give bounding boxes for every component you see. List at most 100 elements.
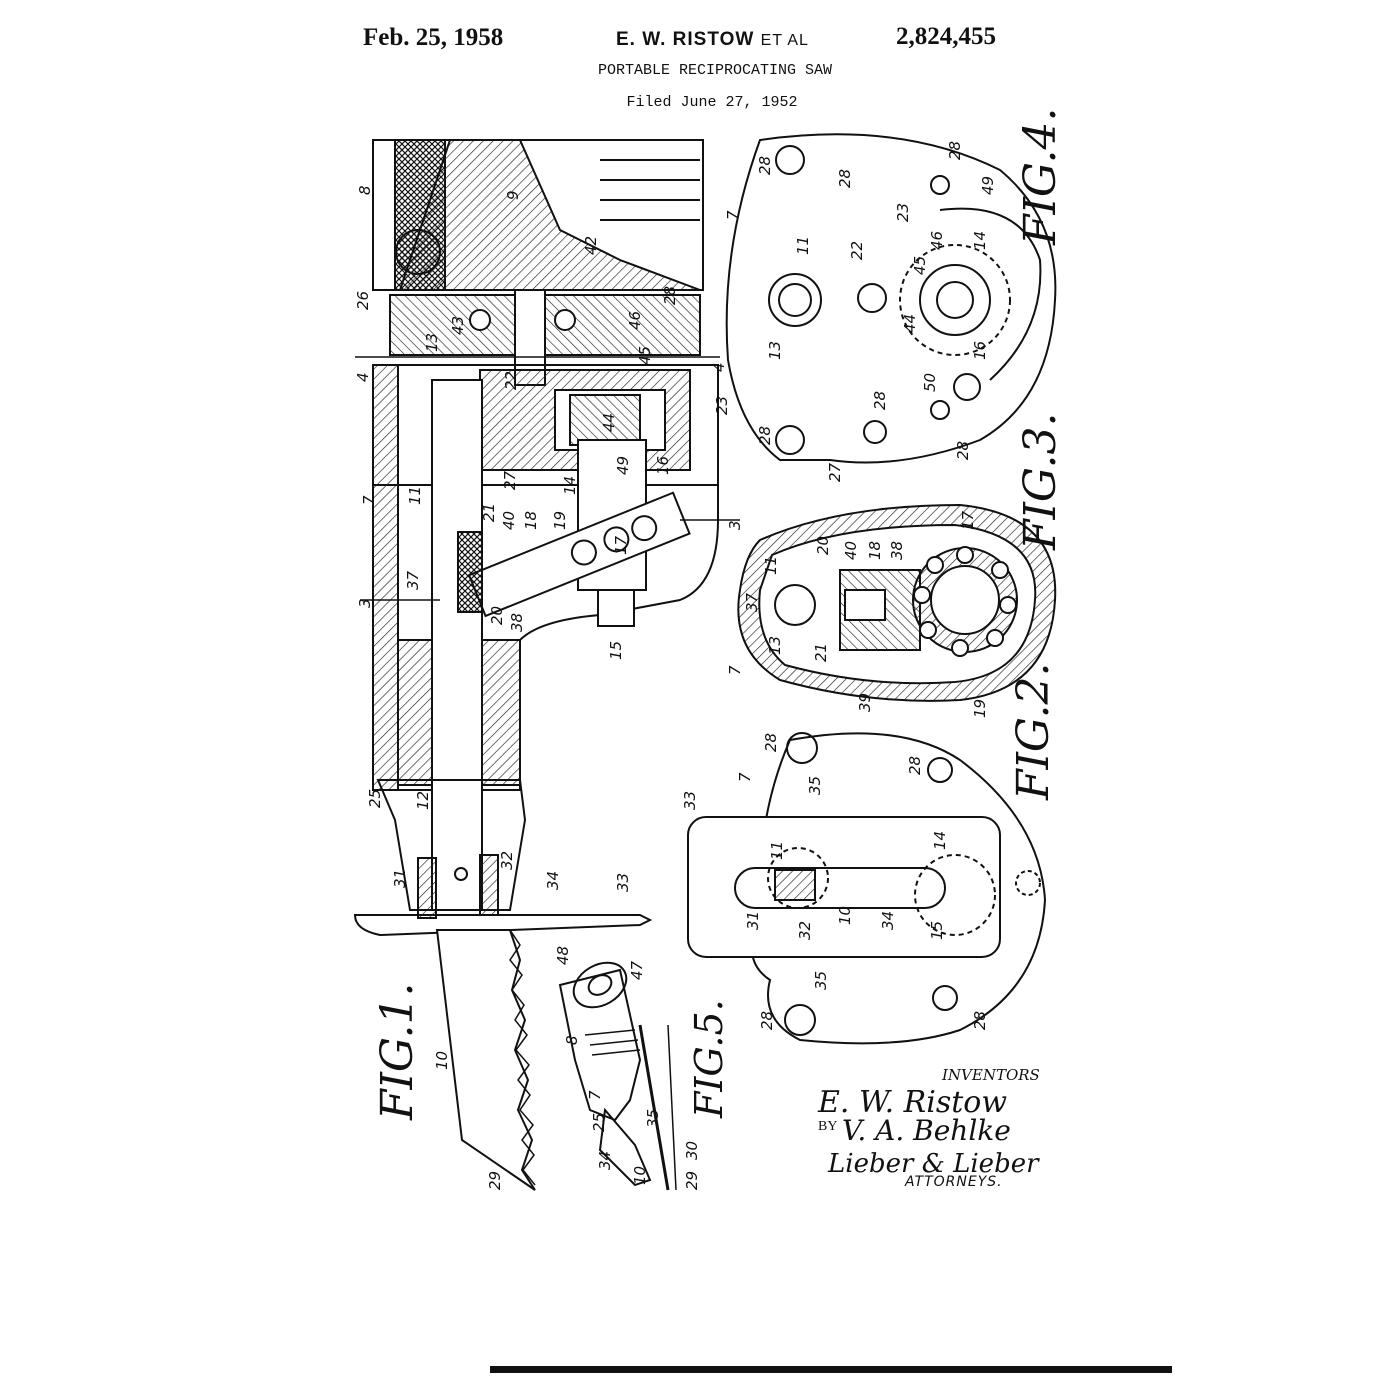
ref-fig1: 4 xyxy=(354,372,372,382)
footer-rule xyxy=(490,1366,1172,1373)
ref-fig5: 7 xyxy=(586,1090,604,1100)
patent-date: Feb. 25, 1958 xyxy=(363,24,504,51)
ref-fig1: 7 xyxy=(360,495,378,505)
ref-fig2: 19 xyxy=(971,699,989,718)
ref-fig1: 37 xyxy=(404,570,422,590)
ref-fig1: 31 xyxy=(391,869,409,888)
inventor-name-text: E. W. RISTOW xyxy=(616,29,755,50)
ref-fig1: 42 xyxy=(582,236,600,255)
ref-fig4: 28 xyxy=(871,391,889,410)
end-cap-outline xyxy=(725,133,1057,464)
ref-fig1: 45 xyxy=(636,346,654,365)
blade-fig5 xyxy=(598,1107,652,1187)
ref-fig4: 7 xyxy=(724,210,742,220)
fig4-end-view xyxy=(725,133,1057,464)
screw-28-e xyxy=(930,400,950,420)
ref-fig1: 15 xyxy=(607,641,625,660)
gear-cover-49 xyxy=(939,207,1042,381)
ref-fig4: 46 xyxy=(928,231,946,250)
ref-fig1: 40 xyxy=(500,511,518,530)
workpiece-30 xyxy=(638,1024,670,1191)
ref-fig4: 50 xyxy=(921,373,939,392)
saw-body-fig5 xyxy=(558,968,642,1122)
ref-fig4: 11 xyxy=(794,236,812,255)
ref-fig1: 3 xyxy=(726,520,744,530)
bar-dashed xyxy=(767,847,829,909)
ref-fig3: 28 xyxy=(758,1011,776,1030)
ref-fig3: 35 xyxy=(806,776,824,795)
nose-piece xyxy=(376,779,527,911)
ref-fig5: 30 xyxy=(683,1141,701,1160)
shoe xyxy=(353,914,653,937)
screw-28-i xyxy=(932,985,958,1011)
by-label: BY xyxy=(818,1119,837,1134)
ref-fig1: 20 xyxy=(488,606,506,625)
ref-fig2: 40 xyxy=(842,541,860,560)
fig2-cross-section xyxy=(737,503,1057,702)
inventors-label: INVENTORS xyxy=(941,1066,1040,1084)
ref-fig2: 37 xyxy=(743,592,761,612)
gear-23 xyxy=(899,244,1011,356)
shoe-slot xyxy=(734,867,946,909)
fig3-label: FIG.3. xyxy=(1015,413,1066,551)
saw-blade xyxy=(435,929,536,1191)
fan-section xyxy=(398,139,701,291)
fig5-label: FIG.5. xyxy=(687,999,731,1119)
ref-fig4: 28 xyxy=(954,441,972,460)
ref-fig5: 25 xyxy=(590,1113,608,1132)
ref-fig3: 15 xyxy=(928,921,946,940)
ref-fig1: 49 xyxy=(614,456,632,475)
clamp-32 xyxy=(479,854,499,916)
fig4-label: FIG.4. xyxy=(1015,108,1066,246)
ref-fig3: 28 xyxy=(971,1011,989,1030)
ref-fig5: 47 xyxy=(628,960,646,980)
screw-28-d xyxy=(863,420,887,444)
inventor-name: E. W. RISTOW ET AL xyxy=(616,29,809,51)
fig5-perspective-view xyxy=(558,961,677,1191)
ref-fig2: 20 xyxy=(814,536,832,555)
clamp-screw xyxy=(454,867,468,881)
ref-fig3: 33 xyxy=(681,791,699,810)
counterweight-15 xyxy=(597,589,635,627)
fig1-label: FIG.1. xyxy=(372,983,423,1121)
ref-fig1: 26 xyxy=(354,291,372,310)
inventor-2-signature: V. A. Behlke xyxy=(842,1114,1011,1147)
ref-fig1: 8 xyxy=(356,185,374,195)
ref-fig4: 13 xyxy=(766,341,784,360)
reciprocating-bar xyxy=(431,379,483,911)
attorney-firm-signature: Lieber & Lieber xyxy=(827,1149,1040,1179)
ref-fig2: 38 xyxy=(888,541,906,560)
motor-end-fig5 xyxy=(572,961,628,1009)
ref-fig1: 32 xyxy=(498,851,516,870)
ref-fig4: 49 xyxy=(979,176,997,195)
ref-fig1: 27 xyxy=(501,470,519,490)
ref-fig1: 46 xyxy=(626,311,644,330)
ref-fig2: 39 xyxy=(856,693,874,712)
crank-dashed xyxy=(914,854,996,936)
reference-numerals: 8 9 26 42 28 4 43 46 45 13 22 4 23 7 11 … xyxy=(354,141,997,1190)
ref-fig2: 18 xyxy=(866,541,884,560)
ref-fig1: 38 xyxy=(508,613,526,632)
ref-fig4: 14 xyxy=(971,231,989,250)
ref-fig3: 34 xyxy=(879,911,897,930)
ref-fig1: 13 xyxy=(423,333,441,352)
ref-fig3: 10 xyxy=(836,906,854,925)
ref-fig1: 33 xyxy=(614,873,632,892)
fig3-front-view xyxy=(687,732,1047,1045)
screw-50 xyxy=(953,373,981,401)
ref-fig3: 35 xyxy=(812,971,830,990)
ref-fig5: 10 xyxy=(631,1166,649,1185)
clamp-31 xyxy=(417,857,437,919)
pinion-22 xyxy=(857,283,887,313)
ref-fig2: 21 xyxy=(812,643,830,662)
ref-fig4: 22 xyxy=(848,241,866,260)
gear-hub xyxy=(919,264,991,336)
ref-fig5: 34 xyxy=(596,1151,614,1170)
ref-fig4: 28 xyxy=(946,141,964,160)
ref-fig1: 21 xyxy=(480,503,498,522)
ref-fig4: 45 xyxy=(911,256,929,275)
ref-fig4: 23 xyxy=(894,203,912,222)
ref-fig4: 44 xyxy=(901,314,919,333)
ref-fig1: 28 xyxy=(661,286,679,305)
